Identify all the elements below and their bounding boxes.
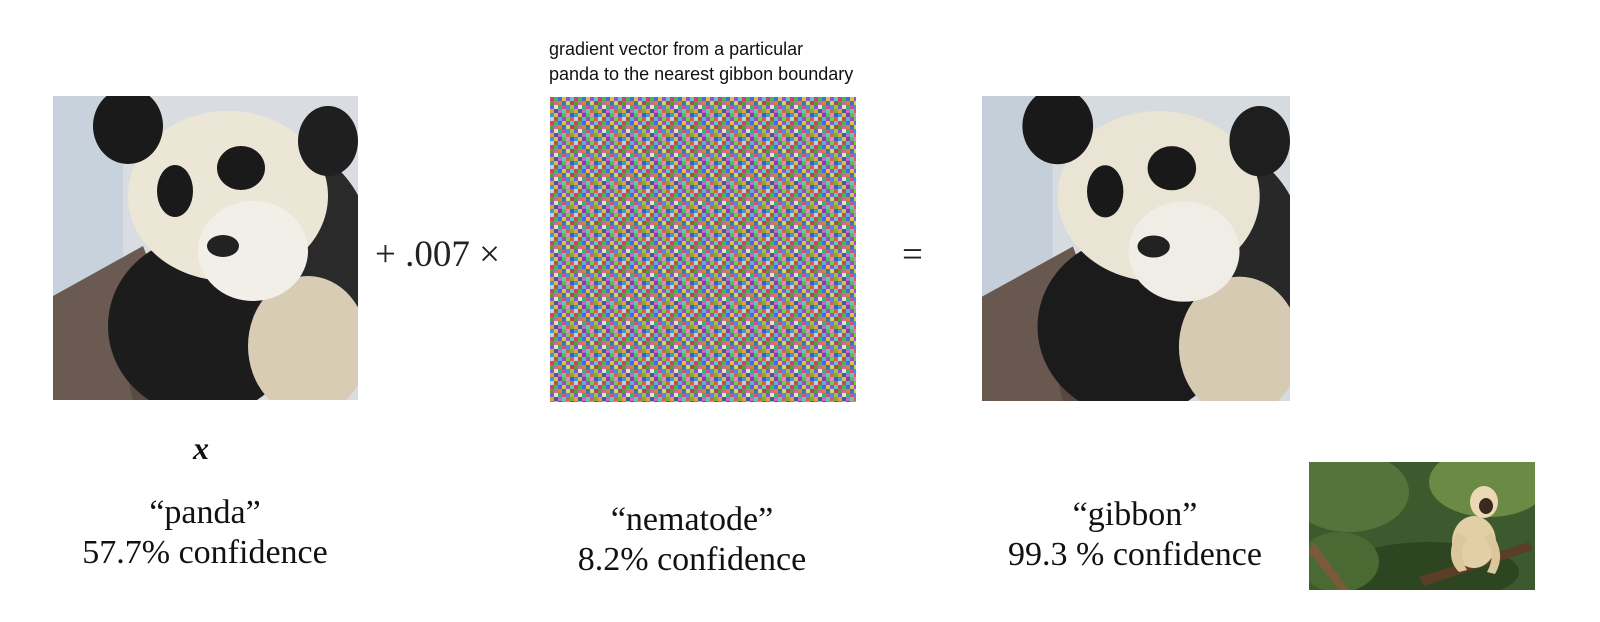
gibbon-thumbnail bbox=[1309, 462, 1535, 590]
perturbed-panda-image bbox=[982, 96, 1290, 401]
nematode-label-block: “nematode” 8.2% confidence bbox=[527, 500, 857, 580]
gibbon-label-block: “gibbon” 99.3 % confidence bbox=[970, 495, 1300, 575]
noise-image bbox=[550, 97, 856, 402]
panda-photo-icon bbox=[53, 96, 358, 400]
nematode-confidence: 8.2% confidence bbox=[577, 541, 807, 578]
panda-confidence: 57.7% confidence bbox=[82, 534, 328, 571]
input-variable-x: x bbox=[193, 430, 209, 466]
noise-caption: gradient vector from a particular panda … bbox=[549, 37, 853, 87]
noise-caption-line-2: panda to the nearest gibbon boundary bbox=[549, 64, 854, 84]
perturbed-panda-photo-icon bbox=[982, 96, 1290, 401]
panda-label-block: “panda” 57.7% confidence bbox=[40, 493, 370, 573]
equals-operator: = bbox=[902, 234, 923, 275]
gibbon-photo-icon bbox=[1309, 462, 1535, 590]
gibbon-confidence: 99.3 % confidence bbox=[1008, 536, 1262, 573]
noise-pattern-icon bbox=[550, 97, 856, 402]
noise-caption-line-1: gradient vector from a particular bbox=[549, 39, 804, 59]
panda-image bbox=[53, 96, 358, 400]
gibbon-class-label: “gibbon” bbox=[1072, 496, 1198, 533]
nematode-class-label: “nematode” bbox=[610, 501, 774, 538]
panda-class-label: “panda” bbox=[149, 494, 261, 531]
plus-epsilon-times-operator: + .007 × bbox=[375, 234, 500, 275]
